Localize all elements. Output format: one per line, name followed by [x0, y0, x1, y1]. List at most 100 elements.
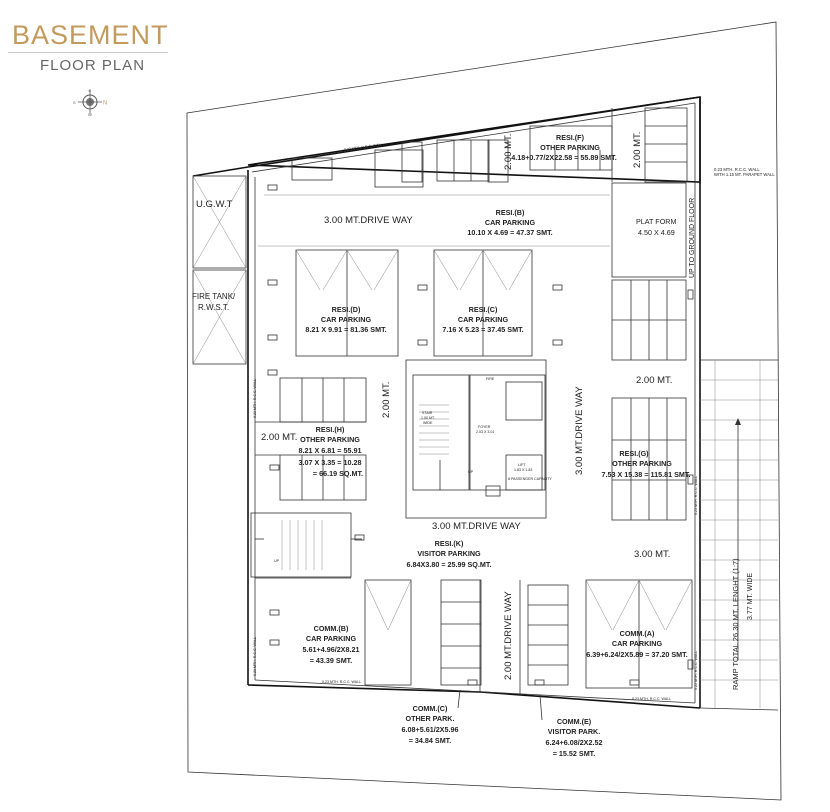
rcc-wall-note-1: 0.23 MTH. R.C.C. WALL	[714, 167, 760, 172]
plan-header: BASEMENT FLOOR PLAN	[8, 20, 173, 74]
ugwt-label: U.G.W.T	[196, 199, 233, 210]
svg-text:4.18+0.77/2X22.58 = 55.89 SMT.: 4.18+0.77/2X22.58 = 55.89 SMT.	[511, 153, 617, 162]
svg-text:5.61+4.96/2X8.21: 5.61+4.96/2X8.21	[303, 645, 360, 654]
fire-tank-box	[192, 269, 247, 365]
stair-label-2: 1.00 MT.	[421, 416, 435, 420]
svg-text:OTHER PARKING: OTHER PARKING	[540, 143, 600, 152]
compass-w: W	[88, 112, 92, 116]
platform-label-1: PLAT FORM	[636, 217, 676, 226]
drive-right-label: 3.00 MT.DRIVE WAY	[574, 386, 585, 475]
label-resi-c: RESI.(C) CAR PARKING 7.16 X 5.23 = 37.45…	[442, 305, 523, 334]
svg-text:8.21 X 9.91 = 81.36 SMT.: 8.21 X 9.91 = 81.36 SMT.	[305, 325, 386, 334]
svg-text:= 66.19 SQ.MT.: = 66.19 SQ.MT.	[313, 469, 363, 478]
foyer-label-2: 2.03 X 3.01	[476, 430, 494, 434]
svg-text:6.08+5.61/2X5.96: 6.08+5.61/2X5.96	[402, 725, 459, 734]
svg-text:= 43.39 SMT.: = 43.39 SMT.	[310, 656, 353, 665]
svg-text:RESI.(H): RESI.(H)	[316, 425, 345, 434]
rcc-wall-note-bottom: 0.23 MTH. R.C.C. WALL	[322, 680, 361, 684]
resi-k-stair	[250, 512, 352, 578]
fire-lift-box	[505, 381, 543, 421]
compass-e: E	[89, 88, 92, 93]
lift-box	[505, 454, 543, 491]
svg-text:RESI.(F): RESI.(F)	[556, 133, 585, 142]
stair-label-1: STAIR	[422, 411, 433, 415]
fire-tank-label-2: R.W.S.T.	[198, 303, 229, 312]
label-resi-d: RESI.(D) CAR PARKING 8.21 X 9.91 = 81.36…	[305, 305, 386, 334]
wall-bottom-left	[247, 684, 481, 693]
label-resi-k: RESI.(K) VISITOR PARKING 6.84X3.80 = 25.…	[407, 539, 492, 569]
label-resi-f: RESI.(F) OTHER PARKING 4.18+0.77/2X22.58…	[511, 133, 617, 162]
wall-top	[247, 96, 701, 168]
svg-text:RESI.(K): RESI.(K)	[435, 539, 464, 548]
wall-bottom-inner	[254, 679, 696, 704]
svg-text:CAR PARKING: CAR PARKING	[321, 315, 372, 324]
fire-tank-label-1: FIRE TANK/	[192, 292, 236, 301]
rcc-wall-note-bottom-right: 0.23 MTH. R.C.C. WALL	[632, 697, 671, 701]
wall-top-inner	[251, 102, 696, 173]
title-divider	[8, 52, 168, 53]
svg-text:3.07 X 3.35 = 10.28: 3.07 X 3.35 = 10.28	[299, 458, 362, 467]
wall-top-left	[192, 166, 249, 177]
stair-label-3: WIDE	[423, 421, 433, 425]
svg-text:6.39+6.24/2X5.89 = 37.20 SMT.: 6.39+6.24/2X5.89 = 37.20 SMT.	[586, 650, 688, 659]
label-comm-a: COMM.(A) CAR PARKING 6.39+6.24/2X5.89 = …	[586, 629, 688, 659]
up-to-ground-label: UP TO GROUND FLOOR	[689, 198, 696, 278]
svg-text:7.16 X 5.23 = 37.45 SMT.: 7.16 X 5.23 = 37.45 SMT.	[442, 325, 523, 334]
compass-n: N	[103, 101, 107, 107]
topright-parking-stalls	[611, 107, 688, 183]
core-block	[405, 359, 547, 519]
dim-center-2mt: 2.00 MT.	[381, 382, 392, 418]
rcc-wall-note-top: 0.23 MTH. R.C.C. WALL	[344, 143, 383, 152]
bottom-parking-stalls	[364, 579, 693, 689]
column-marks	[267, 184, 694, 686]
label-resi-g: RESI.(G) OTHER PARKING 7.53 X 15.38 = 11…	[602, 449, 691, 479]
svg-text:OTHER PARKING: OTHER PARKING	[300, 435, 360, 444]
label-resi-b: RESI.(B) CAR PARKING 10.10 X 4.69 = 47.3…	[467, 208, 552, 237]
rcc-wall-note-right: 0.23 MTH. R.C.C. WALL	[694, 476, 698, 515]
svg-text:COMM.(A): COMM.(A)	[620, 629, 655, 638]
dim-left-2mt: 2.00 MT.	[261, 432, 297, 443]
dim-topright-2mt: 2.00 MT.	[632, 132, 643, 168]
resi-k-up-label: UP	[274, 559, 280, 563]
svg-text:OTHER PARKING: OTHER PARKING	[612, 459, 672, 468]
stair-box	[412, 374, 470, 491]
lift-capacity-label: 8 PASSENGER CAPACITY	[508, 477, 552, 481]
foyer-label-1: FOYER	[478, 425, 491, 429]
svg-text:RESI.(G): RESI.(G)	[619, 449, 649, 458]
wall-bottom-right	[479, 691, 701, 709]
svg-text:10.10 X 4.69 = 47.37 SMT.: 10.10 X 4.69 = 47.37 SMT.	[467, 228, 552, 237]
core-up-label: UP	[468, 470, 474, 474]
svg-text:6.24+6.08/2X2.52: 6.24+6.08/2X2.52	[546, 738, 603, 747]
label-resi-h: RESI.(H) OTHER PARKING 8.21 X 6.81 = 55.…	[299, 425, 364, 478]
svg-text:7.53 X 15.38 = 115.81 SMT.: 7.53 X 15.38 = 115.81 SMT.	[602, 470, 691, 479]
drive-bottom-label: 2.00 MT.DRIVE WAY	[503, 591, 514, 680]
ramp-label-2: 3.77 MT. WIDE	[747, 573, 754, 620]
compass-icon: N S E W	[73, 88, 107, 116]
lift-label-2: 1.83 X 1.83	[514, 468, 532, 472]
svg-text:CAR PARKING: CAR PARKING	[458, 315, 509, 324]
svg-text:VISITOR PARK.: VISITOR PARK.	[548, 727, 600, 736]
rcc-wall-note-left: 0.23 MTH. R.C.C. WALL	[253, 379, 257, 418]
label-comm-c: COMM.(C) OTHER PARK. 6.08+5.61/2X5.96 = …	[402, 704, 459, 745]
lift-label-1: LIFT	[518, 463, 526, 467]
plan-title: BASEMENT	[12, 20, 169, 50]
platform-label-2: 4.50 X 4.69	[638, 228, 675, 237]
label-comm-e: COMM.(E) VISITOR PARK. 6.24+6.08/2X2.52 …	[546, 717, 603, 758]
compass-s: S	[73, 100, 76, 105]
svg-text:CAR PARKING: CAR PARKING	[612, 639, 663, 648]
rcc-wall-note-2: WITH 1.15 MT. PARAPET WALL	[714, 172, 775, 177]
dim-right-3mt: 3.00 MT.	[634, 549, 670, 560]
svg-text:6.84X3.80 = 25.99 SQ.MT.: 6.84X3.80 = 25.99 SQ.MT.	[407, 560, 492, 569]
right-parking-stalls	[611, 279, 687, 521]
svg-text:CAR PARKING: CAR PARKING	[485, 218, 536, 227]
label-comm-b: COMM.(B) CAR PARKING 5.61+4.96/2X8.21 = …	[303, 624, 360, 665]
svg-text:RESI.(B): RESI.(B)	[496, 208, 525, 217]
svg-text:VISITOR PARKING: VISITOR PARKING	[417, 549, 481, 558]
ramp	[699, 359, 779, 711]
rcc-wall-note-right-bottom: 0.23 MTH. R.C.C. WALL	[694, 651, 698, 690]
svg-text:CAR PARKING: CAR PARKING	[306, 634, 357, 643]
site-boundary	[186, 21, 782, 801]
drive-top-label: 3.00 MT.DRIVE WAY	[324, 215, 413, 226]
top-parking-stalls	[291, 125, 613, 188]
